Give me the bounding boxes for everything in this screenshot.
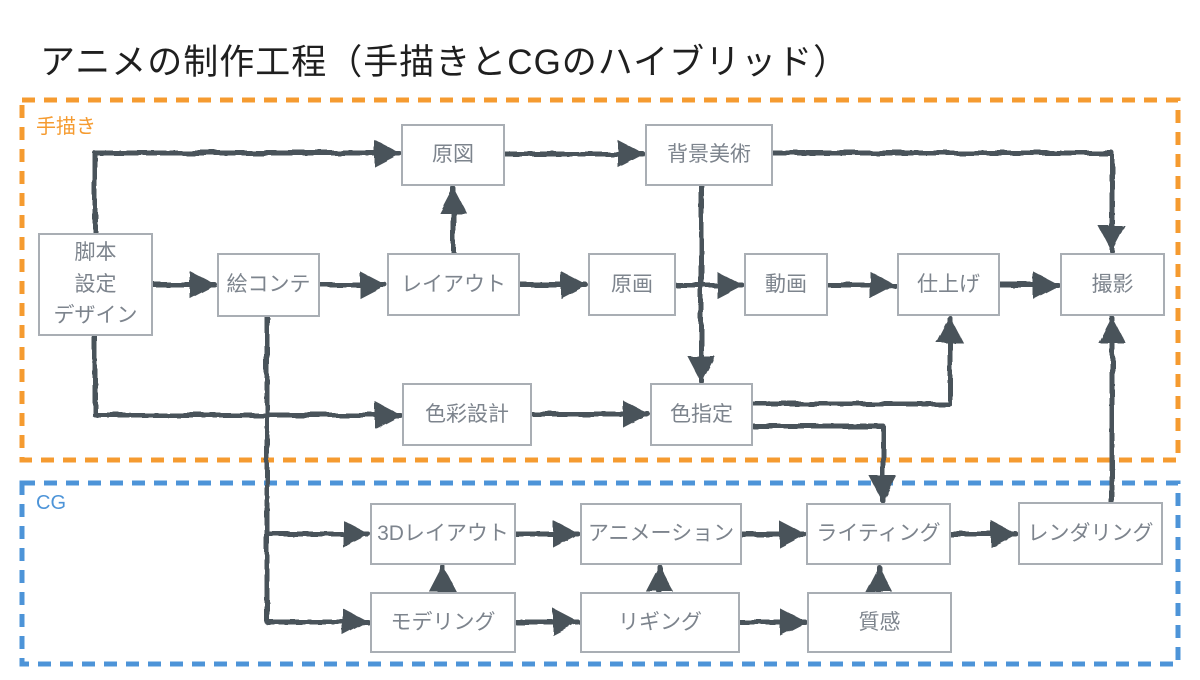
page-title: アニメの制作工程（手描きとCGのハイブリッド） bbox=[40, 43, 850, 82]
edge-colorspec-finishing bbox=[750, 315, 964, 407]
node-satsuei: 撮影 bbox=[1060, 253, 1165, 316]
node-douga: 動画 bbox=[744, 253, 828, 316]
node-label: 背景美術 bbox=[667, 143, 751, 167]
node-label: 原画 bbox=[611, 272, 653, 296]
edge-script-genzu bbox=[92, 139, 402, 236]
node-label: 動画 bbox=[765, 272, 807, 296]
node-label: 3Dレイアウト bbox=[377, 522, 509, 546]
node-label: 色指定 bbox=[670, 402, 733, 426]
edge-script-colordesign bbox=[92, 333, 403, 429]
node-label: 質感 bbox=[858, 610, 901, 634]
hand-drawn-group-frame bbox=[19, 97, 1181, 463]
hand-drawn-group-label: 手描き bbox=[36, 116, 96, 138]
node-label: 脚本 bbox=[74, 241, 117, 265]
node-finishing: 仕上げ bbox=[897, 253, 1000, 316]
node-anim: アニメーション bbox=[580, 503, 742, 565]
cg-group-label: CG bbox=[36, 492, 66, 514]
node-genga: 原画 bbox=[588, 253, 676, 316]
edge-colorspec-lighting bbox=[750, 423, 897, 504]
node-rigging: リギング bbox=[580, 592, 740, 653]
node-colorspec: 色指定 bbox=[650, 383, 753, 446]
node-rendering: レンダリング bbox=[1018, 502, 1163, 565]
node-modeling: モデリング bbox=[370, 592, 516, 653]
cg-group-frame bbox=[19, 480, 1181, 667]
node-lighting: ライティング bbox=[806, 503, 951, 565]
node-label: 仕上げ bbox=[917, 272, 980, 296]
node-label: アニメーション bbox=[587, 522, 735, 546]
node-bgart: 背景美術 bbox=[645, 124, 773, 186]
node-label: レイアウト bbox=[401, 272, 506, 296]
edge-bgart-satsuei bbox=[770, 150, 1126, 254]
node-label: 撮影 bbox=[1091, 272, 1134, 296]
node-texture: 質感 bbox=[807, 592, 952, 653]
node-label: 絵コンテ bbox=[226, 273, 311, 297]
node-label: モデリング bbox=[390, 610, 496, 634]
node-layout: レイアウト bbox=[387, 253, 520, 316]
node-label: リギング bbox=[618, 610, 702, 634]
node-label: 原図 bbox=[432, 143, 474, 167]
node-script: 脚本設定デザイン bbox=[38, 233, 153, 336]
node-storyboard: 絵コンテ bbox=[217, 253, 320, 317]
node-layout3d: 3Dレイアウト bbox=[370, 503, 516, 565]
node-colordesign: 色彩設計 bbox=[402, 383, 532, 446]
edge-storyboard-modeling bbox=[264, 527, 371, 636]
node-label: レンダリング bbox=[1027, 521, 1154, 545]
node-label: 色彩設計 bbox=[425, 402, 509, 426]
node-label: デザイン bbox=[53, 304, 138, 328]
node-label: 設定 bbox=[74, 272, 117, 296]
edge-storyboard-layout3d bbox=[264, 314, 371, 548]
node-label: ライティング bbox=[816, 522, 941, 546]
node-genzu: 原図 bbox=[401, 124, 505, 186]
